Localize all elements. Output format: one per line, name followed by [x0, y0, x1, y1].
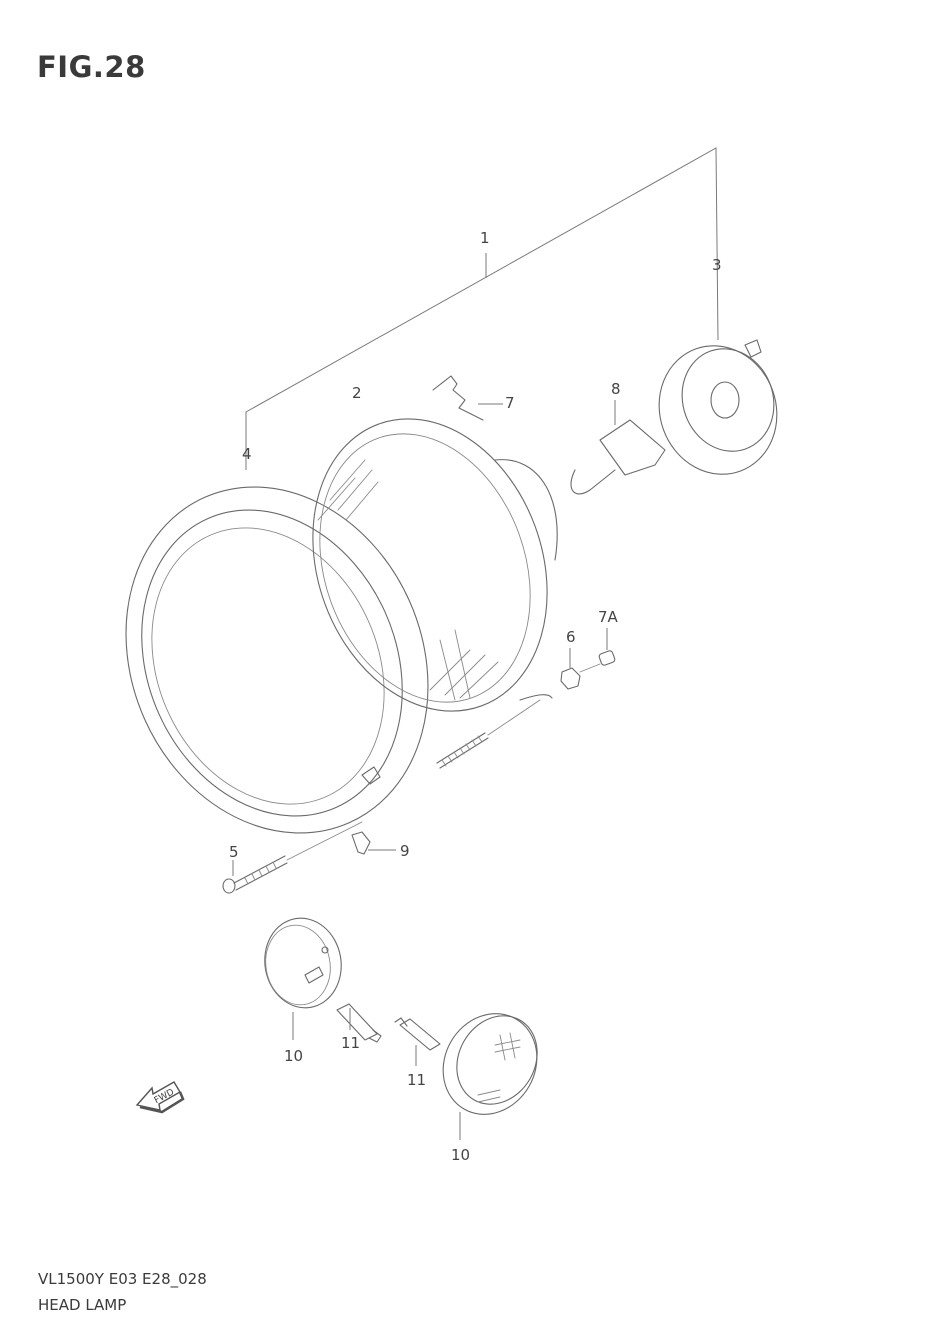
bulb-socket-cover[interactable] [641, 329, 794, 491]
model-code: VL1500Y E03 E28_028 [38, 1270, 207, 1288]
callout-2: 2 [352, 384, 362, 402]
callout-11-upper: 11 [341, 1034, 360, 1052]
callout-11-lower: 11 [407, 1071, 426, 1089]
adjusting-screw[interactable] [222, 821, 363, 894]
fwd-label: FWD [153, 1087, 176, 1106]
clip-spring[interactable] [432, 375, 484, 421]
callout-5: 5 [229, 843, 239, 861]
spacer-upper[interactable] [336, 1003, 382, 1043]
headlamp-rim[interactable] [72, 438, 482, 881]
callout-8: 8 [611, 380, 621, 398]
callout-10-right: 10 [451, 1146, 470, 1164]
headlamp-unit[interactable] [273, 386, 586, 745]
callout-6: 6 [566, 628, 576, 646]
headlamp-bulb[interactable] [570, 400, 666, 495]
reflector-right[interactable] [425, 996, 555, 1140]
callout-7a: 7A [598, 608, 619, 626]
callout-1: 1 [480, 229, 490, 247]
spacer-lower[interactable] [394, 1017, 441, 1066]
callout-10-left: 10 [284, 1047, 303, 1065]
assembly-bracket-line [245, 147, 719, 470]
small-screw[interactable] [351, 831, 371, 855]
callout-9: 9 [400, 842, 410, 860]
nut[interactable] [560, 667, 581, 690]
cap[interactable] [598, 650, 616, 666]
callout-4: 4 [242, 445, 252, 463]
callout-3: 3 [712, 256, 722, 274]
reflector-left[interactable] [258, 912, 348, 1040]
section-name: HEAD LAMP [38, 1296, 127, 1314]
adjust-spring[interactable] [436, 699, 541, 769]
fwd-arrow-icon: FWD [135, 1081, 185, 1114]
figure-title: FIG.28 [37, 50, 146, 84]
callout-7: 7 [505, 394, 515, 412]
